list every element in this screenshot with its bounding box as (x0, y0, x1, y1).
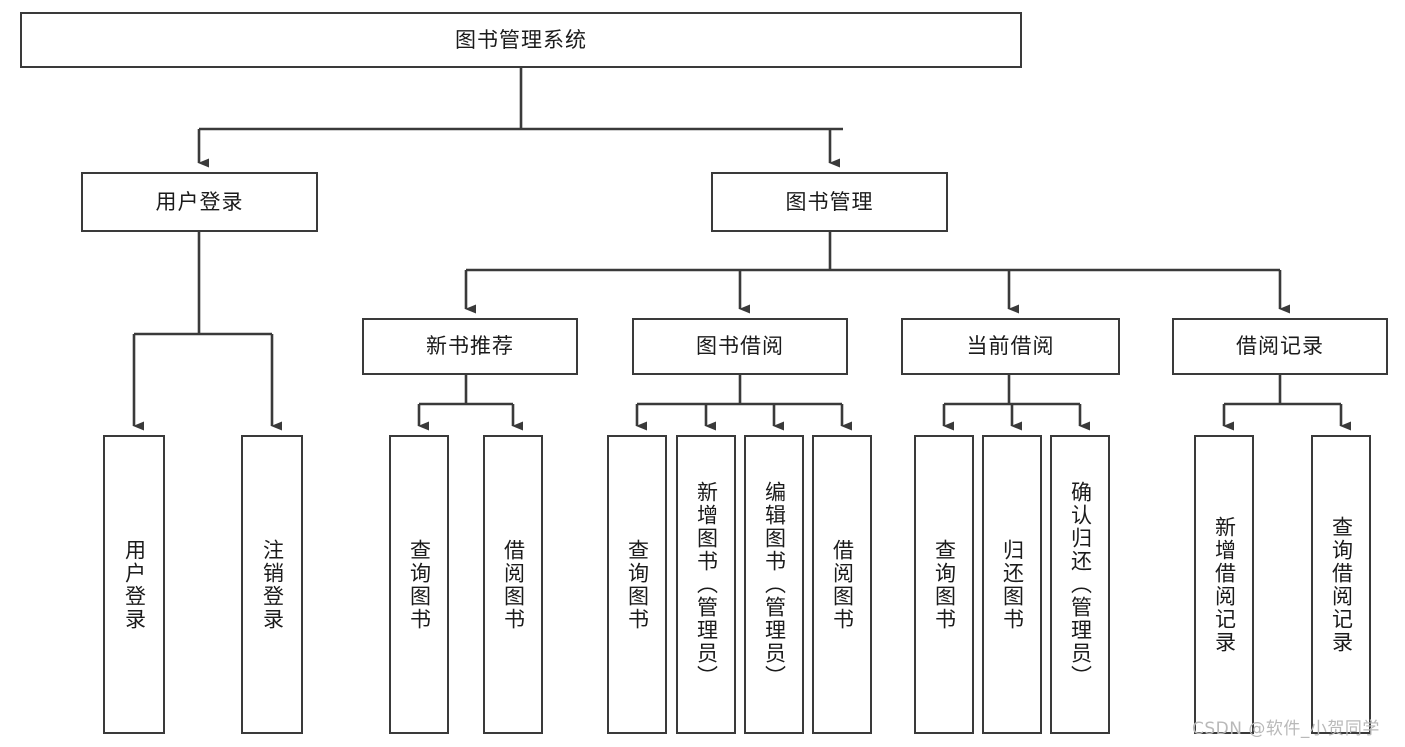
node-leaf-add-book-label: 新增图书（管理员） (694, 481, 719, 688)
node-book-management-label: 图书管理 (785, 189, 874, 214)
node-current-borrow-label: 当前借阅 (966, 334, 1055, 358)
node-leaf-query-book-2[interactable]: 查询图书 (607, 435, 667, 734)
node-leaf-borrow-book-1-label: 借阅图书 (501, 538, 526, 631)
node-new-book-recommend[interactable]: 新书推荐 (362, 318, 578, 375)
node-leaf-borrow-book-2-label: 借阅图书 (830, 538, 855, 631)
node-leaf-add-book[interactable]: 新增图书（管理员） (676, 435, 736, 734)
node-book-borrow-label: 图书借阅 (696, 334, 784, 358)
node-leaf-borrow-book-1[interactable]: 借阅图书 (483, 435, 543, 734)
node-leaf-edit-book-label: 编辑图书（管理员） (762, 481, 787, 688)
node-leaf-user-login[interactable]: 用户登录 (103, 435, 165, 734)
node-borrow-record[interactable]: 借阅记录 (1172, 318, 1388, 375)
node-leaf-borrow-book-2[interactable]: 借阅图书 (812, 435, 872, 734)
node-leaf-query-book-2-label: 查询图书 (625, 538, 650, 631)
node-leaf-confirm-return-label: 确认归还（管理员） (1068, 481, 1093, 688)
node-leaf-query-record[interactable]: 查询借阅记录 (1311, 435, 1371, 734)
node-current-borrow[interactable]: 当前借阅 (901, 318, 1120, 375)
node-book-management[interactable]: 图书管理 (711, 172, 948, 232)
node-leaf-query-book-3-label: 查询图书 (932, 538, 957, 631)
node-new-book-recommend-label: 新书推荐 (426, 334, 514, 358)
node-leaf-add-record-label: 新增借阅记录 (1212, 515, 1237, 654)
node-root[interactable]: 图书管理系统 (20, 12, 1022, 68)
node-leaf-user-login-label: 用户登录 (122, 538, 147, 631)
node-leaf-logout-label: 注销登录 (260, 538, 285, 631)
node-leaf-return-book-label: 归还图书 (1000, 538, 1025, 631)
node-leaf-query-book-3[interactable]: 查询图书 (914, 435, 974, 734)
node-leaf-confirm-return[interactable]: 确认归还（管理员） (1050, 435, 1110, 734)
node-book-borrow[interactable]: 图书借阅 (632, 318, 848, 375)
node-leaf-return-book[interactable]: 归还图书 (982, 435, 1042, 734)
node-leaf-logout[interactable]: 注销登录 (241, 435, 303, 734)
node-leaf-query-record-label: 查询借阅记录 (1329, 515, 1354, 654)
node-leaf-add-record[interactable]: 新增借阅记录 (1194, 435, 1254, 734)
node-leaf-edit-book[interactable]: 编辑图书（管理员） (744, 435, 804, 734)
node-user-login[interactable]: 用户登录 (81, 172, 318, 232)
node-leaf-query-book-1[interactable]: 查询图书 (389, 435, 449, 734)
node-leaf-query-book-1-label: 查询图书 (407, 538, 432, 631)
csdn-watermark: CSDN @软件_小贺同学 (1192, 719, 1380, 739)
node-user-login-label: 用户登录 (155, 189, 244, 214)
node-borrow-record-label: 借阅记录 (1236, 334, 1324, 358)
node-root-label: 图书管理系统 (455, 27, 587, 52)
